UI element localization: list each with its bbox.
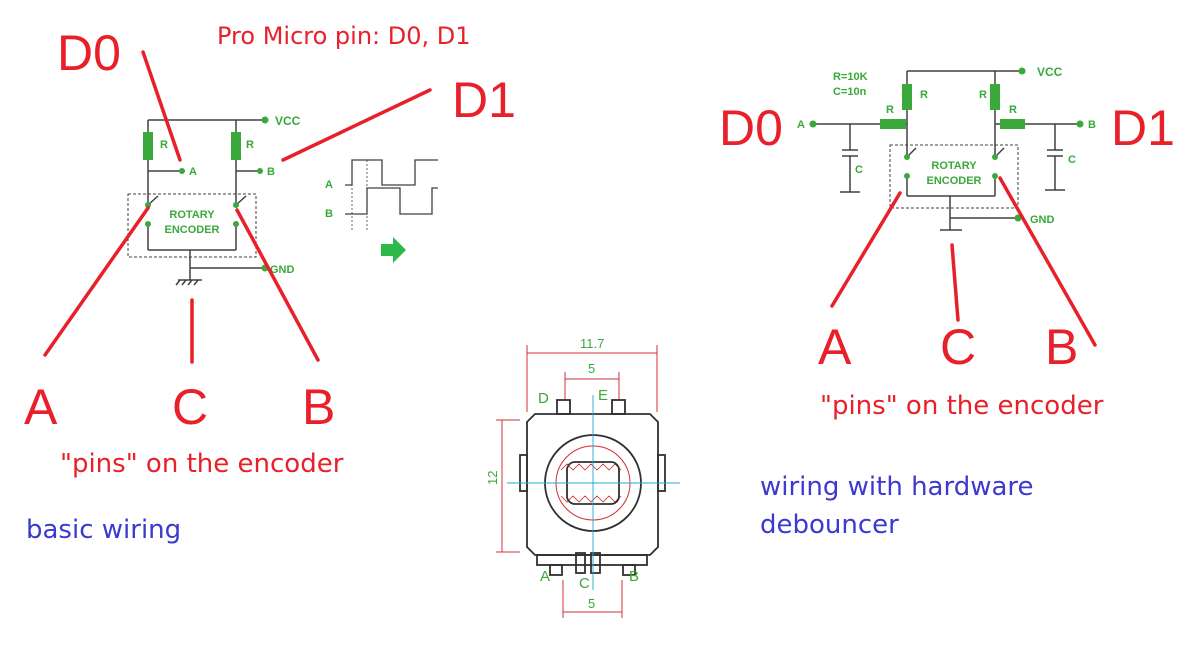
mech-pin-a-label: A bbox=[540, 568, 550, 585]
right-annotation-lines bbox=[830, 176, 1097, 347]
right-pin-b-label: B bbox=[1088, 119, 1096, 131]
left-vcc-label: VCC bbox=[275, 114, 301, 128]
right-r-label-a-series: R bbox=[886, 104, 894, 116]
right-values-line1: R=10K bbox=[833, 71, 868, 83]
debouncer-caption-line2: debouncer bbox=[760, 510, 899, 540]
dim-height-label: 12 bbox=[485, 471, 500, 485]
left-b-label: B bbox=[302, 379, 335, 435]
dim-width-label: 11.7 bbox=[580, 336, 604, 351]
basic-wiring-caption: basic wiring bbox=[26, 515, 181, 545]
right-d0-label: D0 bbox=[719, 100, 783, 156]
dim-bottom-spacing-label: 5 bbox=[588, 596, 595, 611]
left-gnd-label: GND bbox=[270, 264, 295, 276]
right-encoder-label-1: ROTARY bbox=[931, 160, 977, 172]
right-pins-caption: "pins" on the encoder bbox=[820, 391, 1104, 421]
left-pin-b-label: B bbox=[267, 166, 275, 178]
right-encoder-label-2: ENCODER bbox=[926, 175, 981, 187]
left-c-label: C bbox=[172, 379, 208, 435]
mech-pin-b-label: B bbox=[629, 568, 639, 585]
right-c-label: C bbox=[940, 319, 976, 375]
right-d1-label: D1 bbox=[1111, 100, 1175, 156]
encoder-mechanical-drawing bbox=[496, 345, 680, 618]
left-schematic bbox=[127, 119, 265, 286]
right-r-label-b: R bbox=[979, 89, 987, 101]
left-a-label: A bbox=[24, 379, 58, 435]
quadrature-waveform bbox=[345, 159, 438, 230]
left-pin-a-label: A bbox=[189, 166, 197, 178]
right-schematic-parts bbox=[809, 67, 1084, 222]
right-c-label-b: C bbox=[1068, 154, 1076, 166]
left-d0-label: D0 bbox=[57, 25, 121, 81]
dim-top-spacing-label: 5 bbox=[588, 361, 595, 376]
left-vcc-terminal bbox=[261, 116, 269, 124]
right-a-label: A bbox=[818, 319, 852, 375]
mech-pin-c-label: C bbox=[579, 575, 590, 592]
right-c-label-a: C bbox=[855, 164, 863, 176]
mech-pin-e-label: E bbox=[598, 387, 608, 404]
right-vcc-terminal bbox=[1018, 67, 1026, 75]
right-resistor-b-series bbox=[1000, 119, 1025, 129]
left-resistor-b-label: R bbox=[246, 139, 254, 151]
right-b-terminal bbox=[1076, 120, 1084, 128]
left-b-terminal bbox=[257, 168, 263, 174]
left-a-terminal bbox=[179, 168, 185, 174]
right-values-line2: C=10n bbox=[833, 86, 867, 98]
left-resistor-a-label: R bbox=[160, 139, 168, 151]
right-a-terminal bbox=[809, 120, 817, 128]
right-arrow-icon bbox=[381, 237, 406, 263]
right-resistor-b-pullup bbox=[990, 84, 1000, 110]
left-pins-caption: "pins" on the encoder bbox=[60, 449, 344, 479]
wave-a-label: A bbox=[325, 179, 333, 191]
right-r-label-b-series: R bbox=[1009, 104, 1017, 116]
right-gnd-label: GND bbox=[1030, 214, 1055, 226]
left-resistor-a bbox=[143, 132, 153, 160]
right-resistor-a-series bbox=[880, 119, 906, 129]
right-b-label: B bbox=[1045, 319, 1078, 375]
left-resistor-b bbox=[231, 132, 241, 160]
right-schematic bbox=[813, 70, 1080, 231]
debouncer-caption-line1: wiring with hardware bbox=[760, 472, 1034, 502]
left-encoder-label-2: ENCODER bbox=[164, 224, 219, 236]
left-annotation-lines bbox=[43, 50, 432, 364]
right-pin-a-label: A bbox=[797, 119, 805, 131]
left-encoder-label-1: ROTARY bbox=[169, 209, 215, 221]
right-vcc-label: VCC bbox=[1037, 65, 1063, 79]
right-resistor-a-pullup bbox=[902, 84, 912, 110]
pro-micro-title: Pro Micro pin: D0, D1 bbox=[217, 22, 471, 50]
wave-b-label: B bbox=[325, 208, 333, 220]
mech-pin-d-label: D bbox=[538, 390, 549, 407]
left-d1-label: D1 bbox=[452, 72, 516, 128]
right-r-label-a: R bbox=[920, 89, 928, 101]
